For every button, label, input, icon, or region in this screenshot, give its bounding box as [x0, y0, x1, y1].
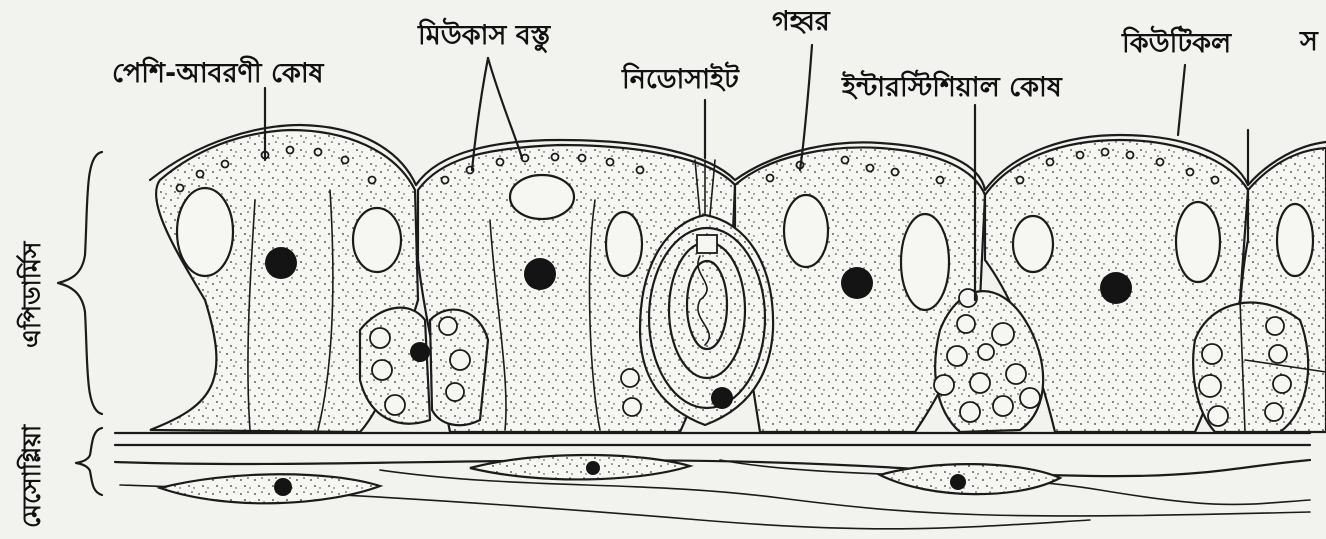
- label-epidermis: এপিডার্মিস: [16, 240, 46, 348]
- vacuole: [1176, 202, 1220, 282]
- vacuole: [1013, 216, 1053, 272]
- vacuole: [1277, 204, 1313, 276]
- vacuole: [353, 208, 401, 272]
- mesoglea-cell-nucleus: [950, 474, 966, 490]
- label-interstitial-cell: ইন্টারস্টিশিয়াল কোষ: [841, 69, 1063, 103]
- vacuole: [606, 212, 642, 276]
- label-cavity: গহ্বর: [772, 6, 831, 37]
- mesoglea-cell: [880, 464, 1060, 494]
- label-mucus-substance: মিউকাস বস্তু: [417, 17, 552, 53]
- mesoglea-layer: [115, 433, 1310, 529]
- mesoglea-cell-nucleus: [274, 478, 292, 496]
- label-cnidocyte: নিডোসাইট: [621, 61, 740, 95]
- cavity-vacuole: [784, 195, 828, 267]
- nucleus: [524, 258, 556, 290]
- nucleus: [265, 247, 297, 279]
- mesoglea-brace: [76, 428, 102, 495]
- label-cropped-edge: স: [1299, 26, 1319, 57]
- epidermis-layer: [150, 125, 1326, 432]
- epidermis-brace: [58, 152, 102, 414]
- nucleus: [841, 267, 873, 299]
- mesoglea-cell-nucleus: [586, 461, 600, 475]
- vacuole: [177, 188, 233, 276]
- mesoglea-cell: [470, 455, 690, 479]
- label-mesoglea: মেসোগ্লিয়া: [16, 423, 46, 528]
- vacuole: [510, 175, 574, 219]
- label-cuticle: কিউটিকল: [1121, 25, 1232, 59]
- label-muscle-cover-cell: পেশি-আবরণী কোষ: [112, 55, 325, 89]
- mesoglea-cell: [160, 474, 380, 503]
- vacuole: [901, 214, 949, 310]
- nucleus: [1100, 272, 1132, 304]
